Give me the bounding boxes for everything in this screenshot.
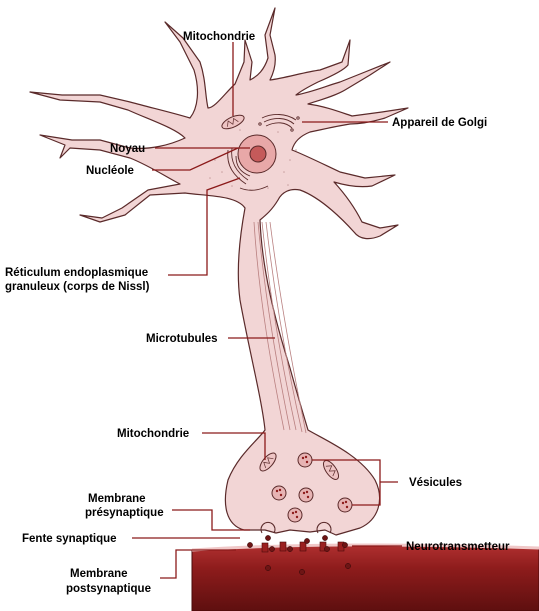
- leader-lines: [132, 42, 402, 579]
- nucleolus: [249, 145, 267, 163]
- label-microtubules: Microtubules: [146, 333, 218, 345]
- exocytosis: [260, 521, 332, 534]
- label-neurotransmetteur: Neurotransmetteur: [406, 541, 510, 553]
- mitochondrion-terminal-right: [322, 460, 340, 480]
- label-membrane-pre-line1: Membrane: [88, 493, 146, 505]
- label-appareil-golgi: Appareil de Golgi: [392, 117, 487, 129]
- vesicle: [337, 497, 353, 513]
- label-mitochondrie-bottom: Mitochondrie: [117, 428, 189, 440]
- neurotransmitter-molecules: [247, 535, 351, 575]
- mitochondrion-terminal-left: [259, 452, 277, 472]
- vesicle: [287, 507, 303, 523]
- vesicle: [297, 452, 313, 468]
- neuron-body: [29, 7, 409, 536]
- vesicles: [271, 452, 353, 523]
- label-noyau: Noyau: [110, 143, 145, 155]
- vesicle: [298, 487, 314, 503]
- label-membrane-post-line1: Membrane: [70, 568, 128, 580]
- label-membrane-pre-line2: présynaptique: [85, 507, 164, 519]
- cytoplasm-texture: [209, 129, 297, 191]
- label-membrane-post-line2: postsynaptique: [66, 583, 151, 595]
- vesicle: [271, 485, 287, 501]
- label-reticulum-line1: Réticulum endoplasmique: [5, 267, 148, 279]
- neuron-outline: [29, 7, 409, 536]
- vesicle-contents: [275, 455, 349, 519]
- microtubules: [253, 221, 307, 434]
- labels: Mitochondrie Appareil de Golgi Noyau Nuc…: [5, 31, 510, 595]
- mitochondrion-top: [221, 114, 245, 130]
- label-fente: Fente synaptique: [22, 533, 117, 545]
- nucleus: [237, 134, 277, 174]
- rough-er: [227, 147, 269, 191]
- label-vesicules: Vésicules: [409, 477, 462, 489]
- label-nucleole: Nucléole: [86, 165, 134, 177]
- label-mitochondrie-top: Mitochondrie: [183, 31, 255, 43]
- golgi-apparatus: [258, 114, 300, 132]
- label-reticulum-line2: granuleux (corps de Nissl): [5, 281, 150, 293]
